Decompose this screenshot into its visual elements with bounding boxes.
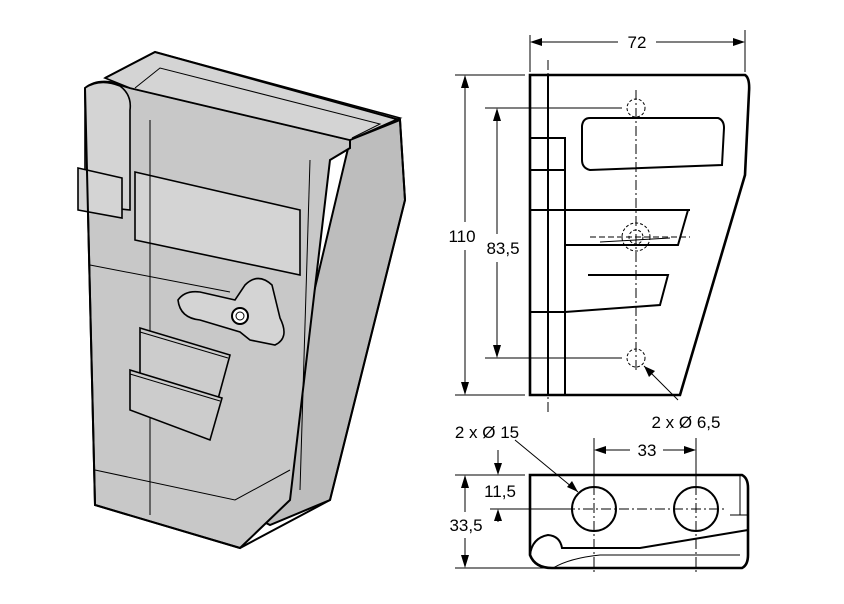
front-view — [528, 60, 751, 415]
callout-small-holes: 2 x Ø 6,5 — [643, 365, 721, 432]
dimension-height-total: 110 — [448, 74, 525, 396]
top-view — [528, 473, 750, 575]
label-small-holes: 2 x Ø 6,5 — [652, 413, 721, 432]
label-large-holes: 2 x Ø 15 — [455, 423, 519, 442]
callout-large-holes: 2 x Ø 15 — [455, 423, 579, 493]
dimension-hole-offset: 11,5 — [484, 450, 570, 522]
label-hole-spacing-vertical: 83,5 — [486, 239, 519, 258]
dimension-hole-spacing-vertical: 83,5 — [485, 107, 622, 359]
dimension-depth: 33,5 — [449, 474, 548, 569]
dimension-width-top: 72 — [529, 30, 746, 72]
label-hole-spacing-horizontal: 33 — [638, 441, 657, 460]
label-height-total: 110 — [448, 227, 475, 246]
dimension-hole-spacing-horizontal: 33 — [593, 438, 697, 485]
isometric-view — [77, 50, 407, 550]
label-depth: 33,5 — [449, 516, 482, 535]
label-hole-offset: 11,5 — [484, 482, 516, 501]
label-width-top: 72 — [628, 33, 647, 52]
